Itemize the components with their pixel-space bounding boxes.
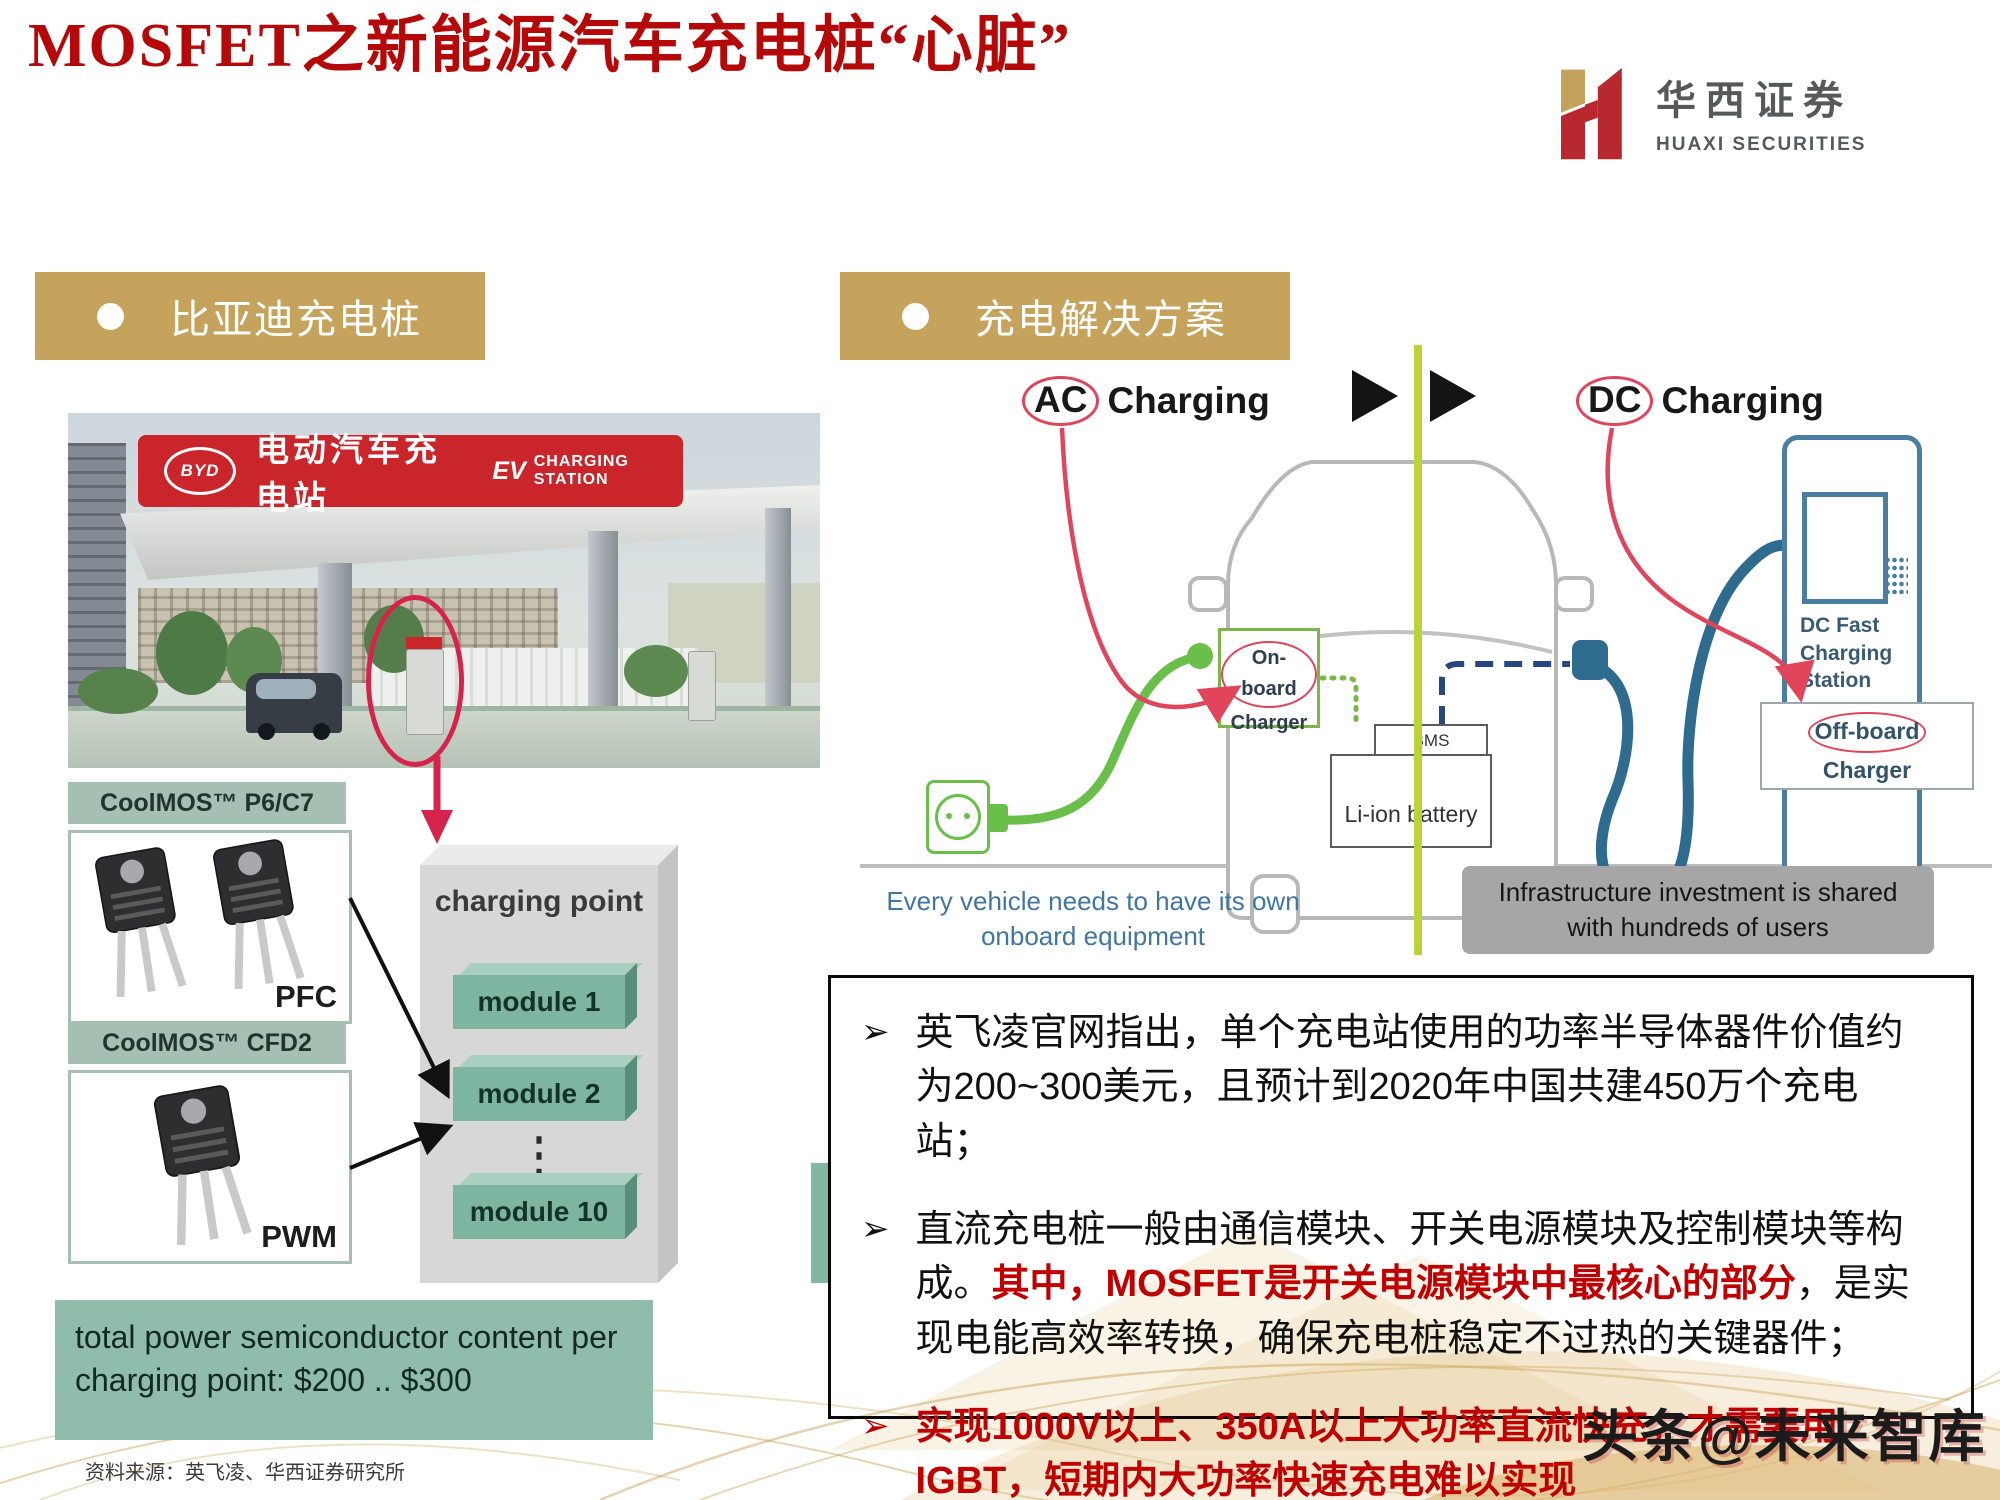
charging-point-title: charging point [434, 885, 644, 918]
photo-car-window [256, 679, 316, 699]
photo-bush [78, 668, 158, 714]
bullet-marker-icon: ➢ [861, 1013, 890, 1051]
page-title: MOSFET之新能源汽车充电桩“心脏” [28, 12, 1072, 80]
coolmos-pwm-panel: PWM [68, 1070, 352, 1264]
transistor-icon [153, 1085, 252, 1246]
station-keypad-dots [1884, 556, 1908, 594]
bullet-marker-icon: ➢ [861, 1209, 890, 1248]
pwm-label: PWM [261, 1219, 337, 1254]
module-2: module 2 [453, 1055, 643, 1121]
ac-charging-label: AC Charging [1022, 376, 1270, 426]
photo-car [246, 673, 342, 740]
photo-car-wheel [258, 723, 275, 740]
ac-cable [997, 653, 1197, 825]
offboard-charger-box: Off-board Charger [1760, 702, 1974, 790]
photo-car-wheel [313, 723, 330, 740]
logo-text-cn: 华西证券 [1656, 78, 1852, 123]
logo-text-en: HUAXI SECURITIES [1656, 134, 1867, 155]
offboard-highlight: Off-board [1807, 712, 1927, 753]
huaxi-logo: 华西证券 HUAXI SECURITIES [1552, 60, 1866, 164]
onboard-charger-box: On-board Charger [1218, 628, 1320, 734]
bullet-1-text: 英飞凌官网指出，单个充电站使用的功率半导体器件价值约为200~300美元，且预计… [915, 1012, 1904, 1163]
summary-box: total power semiconductor content per ch… [55, 1300, 653, 1440]
right-triangle-icon [1430, 370, 1476, 422]
left-triangle-icon [1352, 370, 1398, 422]
byd-logo: BYD [164, 447, 236, 495]
byd-banner: BYD 电动汽车充电站 EV CHARGING STATION [138, 431, 683, 516]
photo-charging-pile [688, 651, 716, 721]
banner-text-en: CHARGING STATION [533, 453, 629, 488]
coolmos-pfc-header: CoolMOS™ P6/C7 [68, 782, 346, 824]
divider-line-segment [1414, 724, 1422, 850]
module-1-label: module 1 [453, 975, 625, 1029]
car-mirror [1554, 576, 1594, 612]
watermark: 头条@未来智库 [1582, 1405, 1987, 1468]
caption-infrastructure: Infrastructure investment is shared with… [1462, 866, 1934, 954]
module-2-label: module 2 [453, 1067, 625, 1121]
car-mirror [1188, 576, 1228, 612]
bullet-2: ➢ 直流充电桩一般由通信模块、开关电源模块及控制模块等构成。其中，MOSFET是… [861, 1203, 1933, 1366]
section-header-byd-label: 比亚迪充电桩 [170, 298, 422, 342]
banner-text-cn: 电动汽车充电站 [256, 431, 441, 516]
coolmos-pfc-panel: PFC [68, 830, 352, 1024]
section-header-solution-label: 充电解决方案 [975, 298, 1227, 342]
battery-box: Li-ion battery [1330, 754, 1492, 848]
key-points-panel: ➢ 英飞凌官网指出，单个充电站使用的功率半导体器件价值约为200~300美元，且… [828, 975, 1974, 1500]
ac-charge-port [1187, 643, 1213, 669]
bullet-2-text: 直流充电桩一般由通信模块、开关电源模块及控制模块等构成。其中，MOSFET是开关… [915, 1208, 1910, 1360]
bullet-2-highlight: 其中，MOSFET是开关电源模块中最核心的部分 [991, 1263, 1796, 1306]
caption-onboard: Every vehicle needs to have its own onbo… [886, 886, 1300, 952]
pfc-label: PFC [275, 979, 337, 1014]
section-header-solution: 充电解决方案 [840, 272, 1290, 360]
bullet-1: ➢ 英飞凌官网指出，单个充电站使用的功率半导体器件价值约为200~300美元，且… [861, 1006, 1933, 1169]
bullet-dot-icon [902, 302, 929, 330]
module-10: module 10 [453, 1173, 643, 1239]
module-1: module 1 [453, 963, 643, 1029]
ac-circle: AC [1022, 376, 1100, 426]
photo-bush [624, 645, 688, 697]
module-10-label: module 10 [453, 1185, 625, 1239]
station-screen [1802, 492, 1888, 604]
divider-line [1414, 345, 1422, 955]
huaxi-logo-icon [1561, 68, 1622, 160]
photo-tree [156, 611, 228, 695]
dc-charging-label: DC Charging [1576, 376, 1824, 426]
transistor-icon [213, 839, 305, 990]
bullet-marker-icon: ➢ [861, 1406, 890, 1445]
hidden-module-fragment [811, 1163, 828, 1283]
dc-cable [1594, 539, 1792, 904]
bms-box: BMS [1374, 724, 1488, 758]
byd-station-photo: BYD 电动汽车充电站 EV CHARGING STATION [68, 413, 820, 768]
banner-text-ev: EV [492, 456, 526, 485]
box-side-face [658, 845, 678, 1283]
transistor-icon [95, 847, 187, 998]
box-top-face [420, 845, 678, 865]
coolmos-pwm-header: CoolMOS™ CFD2 [68, 1022, 346, 1064]
dc-circle: DC [1576, 376, 1654, 426]
source-note: 资料来源：英飞凌、华西证券研究所 [85, 1462, 405, 1484]
station-label: DC Fast Charging Station [1800, 614, 1893, 693]
onboard-highlight: On-board [1221, 641, 1317, 708]
bullet-dot-icon [97, 302, 124, 330]
wall-socket-icon [926, 780, 990, 854]
highlight-ellipse [366, 595, 464, 767]
charging-point-box: charging point module 1 module 2 ⋮ modul… [420, 845, 678, 1283]
section-header-byd: 比亚迪充电桩 [35, 272, 485, 360]
dc-charge-port [1572, 640, 1608, 680]
